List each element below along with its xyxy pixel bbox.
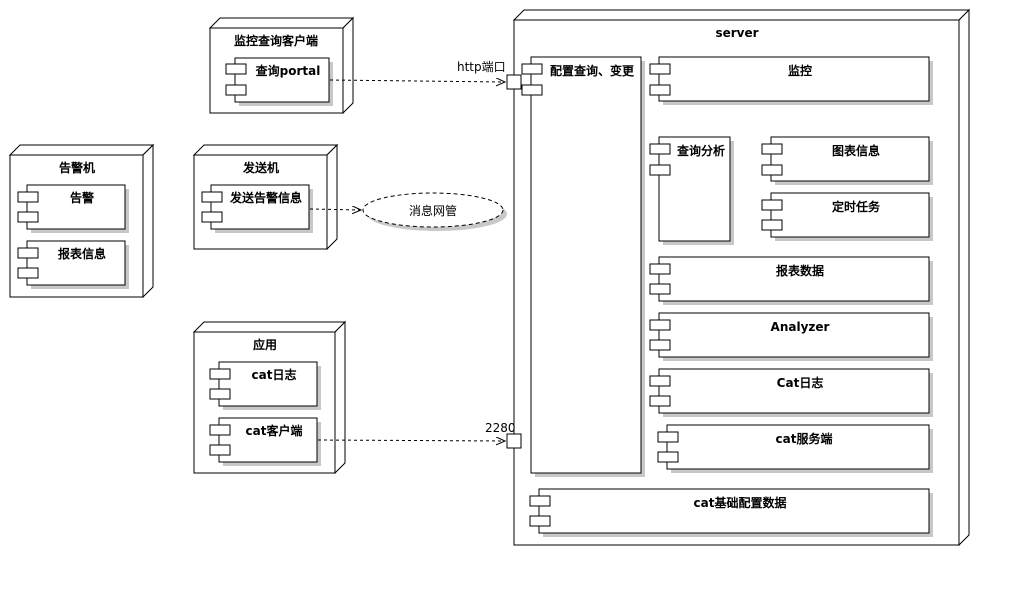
component-label: 查询分析 xyxy=(676,143,725,158)
component-label: cat日志 xyxy=(252,367,297,382)
message-gateway[interactable]: 消息网管 xyxy=(362,192,507,231)
component-server-cat-log[interactable]: Cat日志 xyxy=(649,368,933,417)
component-cat-server[interactable]: cat服务端 xyxy=(657,424,933,473)
component-label: 定时任务 xyxy=(832,199,881,214)
component-cat-base-config[interactable]: cat基础配置数据 xyxy=(529,488,933,537)
component-analyzer[interactable]: Analyzer xyxy=(649,312,933,361)
component-label: cat客户端 xyxy=(246,423,303,438)
component-config[interactable]: 配置查询、变更 xyxy=(521,56,645,477)
message-gateway-label: 消息网管 xyxy=(409,203,457,218)
component-report-data[interactable]: 报表数据 xyxy=(649,256,933,305)
component-send-alarm[interactable]: 发送告警信息 xyxy=(201,184,313,233)
component-chart-info[interactable]: 图表信息 xyxy=(761,136,933,185)
tcp-port-label: 2280 xyxy=(485,421,516,435)
component-monitor[interactable]: 监控 xyxy=(649,56,933,105)
node-title: 发送机 xyxy=(242,160,279,175)
http-port-label: http端口 xyxy=(457,60,506,74)
component-query-portal[interactable]: 查询portal xyxy=(225,57,333,106)
component-label: 查询portal xyxy=(255,63,321,78)
node-app[interactable]: 应用 cat日志 cat客户端 xyxy=(192,320,347,475)
component-label: Analyzer xyxy=(771,320,830,334)
node-title: 监控查询客户端 xyxy=(234,33,318,48)
component-label: 告警 xyxy=(70,190,94,205)
component-label: 发送告警信息 xyxy=(229,190,302,205)
component-label: 监控 xyxy=(788,63,812,78)
component-label: 报表数据 xyxy=(776,263,824,278)
connector-client-tcp xyxy=(317,440,505,441)
component-label: 报表信息 xyxy=(58,246,106,261)
node-title: 告警机 xyxy=(59,160,95,175)
component-label: cat服务端 xyxy=(776,431,833,446)
node-sender[interactable]: 发送机 发送告警信息 xyxy=(192,143,339,251)
component-cat-log[interactable]: cat日志 xyxy=(209,361,321,410)
node-monitor-client[interactable]: 监控查询客户端 查询portal xyxy=(208,16,355,115)
connector-send-gateway xyxy=(309,209,361,210)
http-port[interactable] xyxy=(506,74,522,90)
node-alarm[interactable]: 告警机 告警 报表信息 xyxy=(8,143,155,299)
component-alarm[interactable]: 告警 xyxy=(17,184,129,233)
component-cat-client[interactable]: cat客户端 xyxy=(209,417,321,466)
component-scheduled-task[interactable]: 定时任务 xyxy=(761,192,933,241)
tcp-port[interactable] xyxy=(506,433,522,449)
component-label: 图表信息 xyxy=(832,143,880,158)
component-label: cat基础配置数据 xyxy=(694,495,787,510)
node-title: server xyxy=(715,26,758,40)
connector-portal-http xyxy=(329,80,505,82)
node-title: 应用 xyxy=(253,337,277,352)
component-label: Cat日志 xyxy=(777,375,824,390)
component-label: 配置查询、变更 xyxy=(550,63,635,78)
component-report-info[interactable]: 报表信息 xyxy=(17,240,129,289)
node-server[interactable]: server 配置查询、变更 监控 查询分析 xyxy=(506,8,971,547)
component-query-analysis[interactable]: 查询分析 xyxy=(649,136,734,245)
